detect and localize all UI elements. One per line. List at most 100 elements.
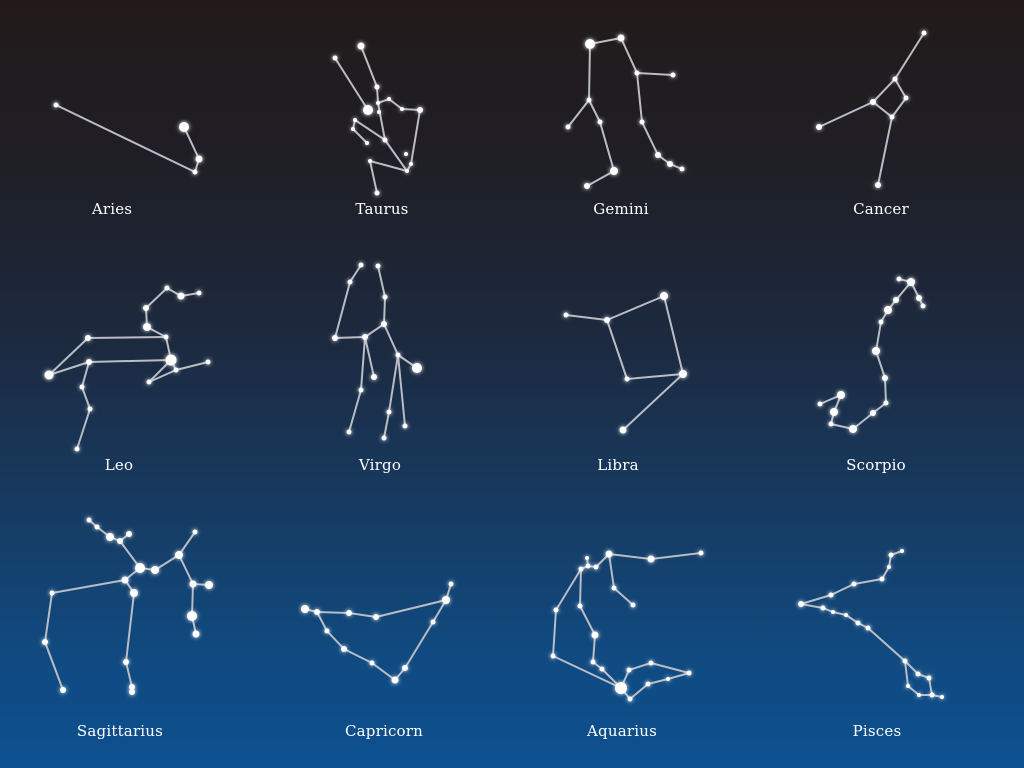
star-icon bbox=[893, 297, 899, 303]
star-icon bbox=[611, 585, 617, 591]
star-icon bbox=[363, 105, 373, 115]
stars-sagittarius bbox=[42, 517, 213, 695]
label-taurus: Taurus bbox=[355, 200, 409, 218]
star-icon bbox=[900, 549, 904, 553]
star-icon bbox=[381, 435, 387, 441]
star-icon bbox=[179, 122, 189, 132]
star-icon bbox=[553, 607, 559, 613]
label-aries: Aries bbox=[91, 200, 133, 218]
star-icon bbox=[627, 696, 633, 702]
label-aquarius: Aquarius bbox=[587, 722, 657, 740]
star-icon bbox=[896, 276, 902, 282]
star-icon bbox=[448, 581, 454, 587]
star-icon bbox=[816, 124, 822, 130]
star-icon bbox=[130, 589, 138, 597]
label-virgo: Virgo bbox=[358, 456, 402, 474]
star-icon bbox=[917, 693, 921, 697]
star-icon bbox=[883, 400, 889, 406]
star-icon bbox=[374, 84, 380, 90]
star-icon bbox=[402, 423, 408, 429]
star-icon bbox=[369, 660, 375, 666]
star-icon bbox=[146, 379, 152, 385]
star-icon bbox=[365, 141, 369, 145]
star-icon bbox=[74, 446, 80, 452]
star-icon bbox=[86, 359, 92, 365]
star-icon bbox=[667, 161, 673, 167]
star-icon bbox=[163, 334, 169, 340]
star-icon bbox=[135, 563, 145, 573]
star-icon bbox=[192, 169, 198, 175]
star-icon bbox=[332, 335, 338, 341]
stars-libra bbox=[563, 292, 687, 434]
star-icon bbox=[381, 321, 387, 327]
star-icon bbox=[87, 406, 93, 412]
star-icon bbox=[189, 580, 197, 588]
star-icon bbox=[604, 317, 610, 323]
star-icon bbox=[409, 162, 413, 166]
star-icon bbox=[353, 118, 357, 122]
star-icon bbox=[679, 166, 685, 172]
lines-gemini bbox=[567, 37, 683, 187]
star-icon bbox=[599, 666, 605, 672]
star-icon bbox=[301, 605, 309, 613]
star-icon bbox=[351, 127, 355, 131]
star-icon bbox=[892, 76, 898, 82]
star-icon bbox=[585, 556, 589, 560]
star-icon bbox=[634, 70, 640, 76]
star-icon bbox=[887, 565, 891, 569]
star-icon bbox=[624, 376, 630, 382]
star-icon bbox=[655, 152, 661, 158]
star-icon bbox=[143, 305, 149, 311]
star-icon bbox=[177, 292, 185, 300]
star-icon bbox=[341, 646, 347, 652]
star-icon bbox=[626, 667, 632, 673]
star-icon bbox=[929, 692, 935, 698]
star-icon bbox=[837, 391, 845, 399]
star-icon bbox=[884, 306, 892, 314]
star-icon bbox=[872, 347, 880, 355]
star-icon bbox=[586, 97, 592, 103]
star-icon bbox=[192, 630, 200, 638]
star-icon bbox=[53, 102, 59, 108]
star-icon bbox=[849, 425, 857, 433]
star-icon bbox=[593, 564, 599, 570]
star-icon bbox=[374, 190, 380, 196]
star-icon bbox=[870, 99, 876, 105]
star-icon bbox=[165, 354, 177, 366]
star-icon bbox=[205, 359, 211, 365]
star-icon bbox=[164, 285, 170, 291]
star-icon bbox=[362, 334, 368, 340]
stars-taurus bbox=[332, 42, 423, 196]
star-icon bbox=[79, 384, 85, 390]
star-icon bbox=[357, 42, 365, 50]
star-icon bbox=[907, 278, 915, 286]
star-icon bbox=[371, 374, 377, 380]
star-icon bbox=[590, 659, 596, 665]
star-icon bbox=[875, 182, 881, 188]
star-icon bbox=[798, 601, 804, 607]
star-icon bbox=[391, 676, 399, 684]
stars-virgo bbox=[332, 262, 422, 441]
star-icon bbox=[888, 552, 894, 558]
star-icon bbox=[817, 401, 823, 407]
star-icon bbox=[151, 566, 159, 574]
star-icon bbox=[630, 602, 636, 608]
star-icon bbox=[382, 137, 388, 143]
label-scorpio: Scorpio bbox=[846, 456, 906, 474]
star-icon bbox=[610, 167, 618, 175]
star-icon bbox=[94, 524, 100, 530]
star-icon bbox=[332, 55, 338, 61]
star-icon bbox=[376, 101, 380, 105]
stars-scorpio bbox=[817, 276, 926, 433]
lines-cancer bbox=[818, 32, 925, 186]
star-icon bbox=[386, 409, 392, 415]
star-icon bbox=[60, 687, 66, 693]
star-icon bbox=[565, 124, 571, 130]
star-icon bbox=[605, 550, 613, 558]
star-icon bbox=[123, 659, 129, 665]
star-icon bbox=[358, 387, 364, 393]
lines-leo bbox=[48, 287, 209, 450]
stars-aries bbox=[53, 102, 203, 175]
star-icon bbox=[698, 550, 704, 556]
star-icon bbox=[442, 596, 450, 604]
